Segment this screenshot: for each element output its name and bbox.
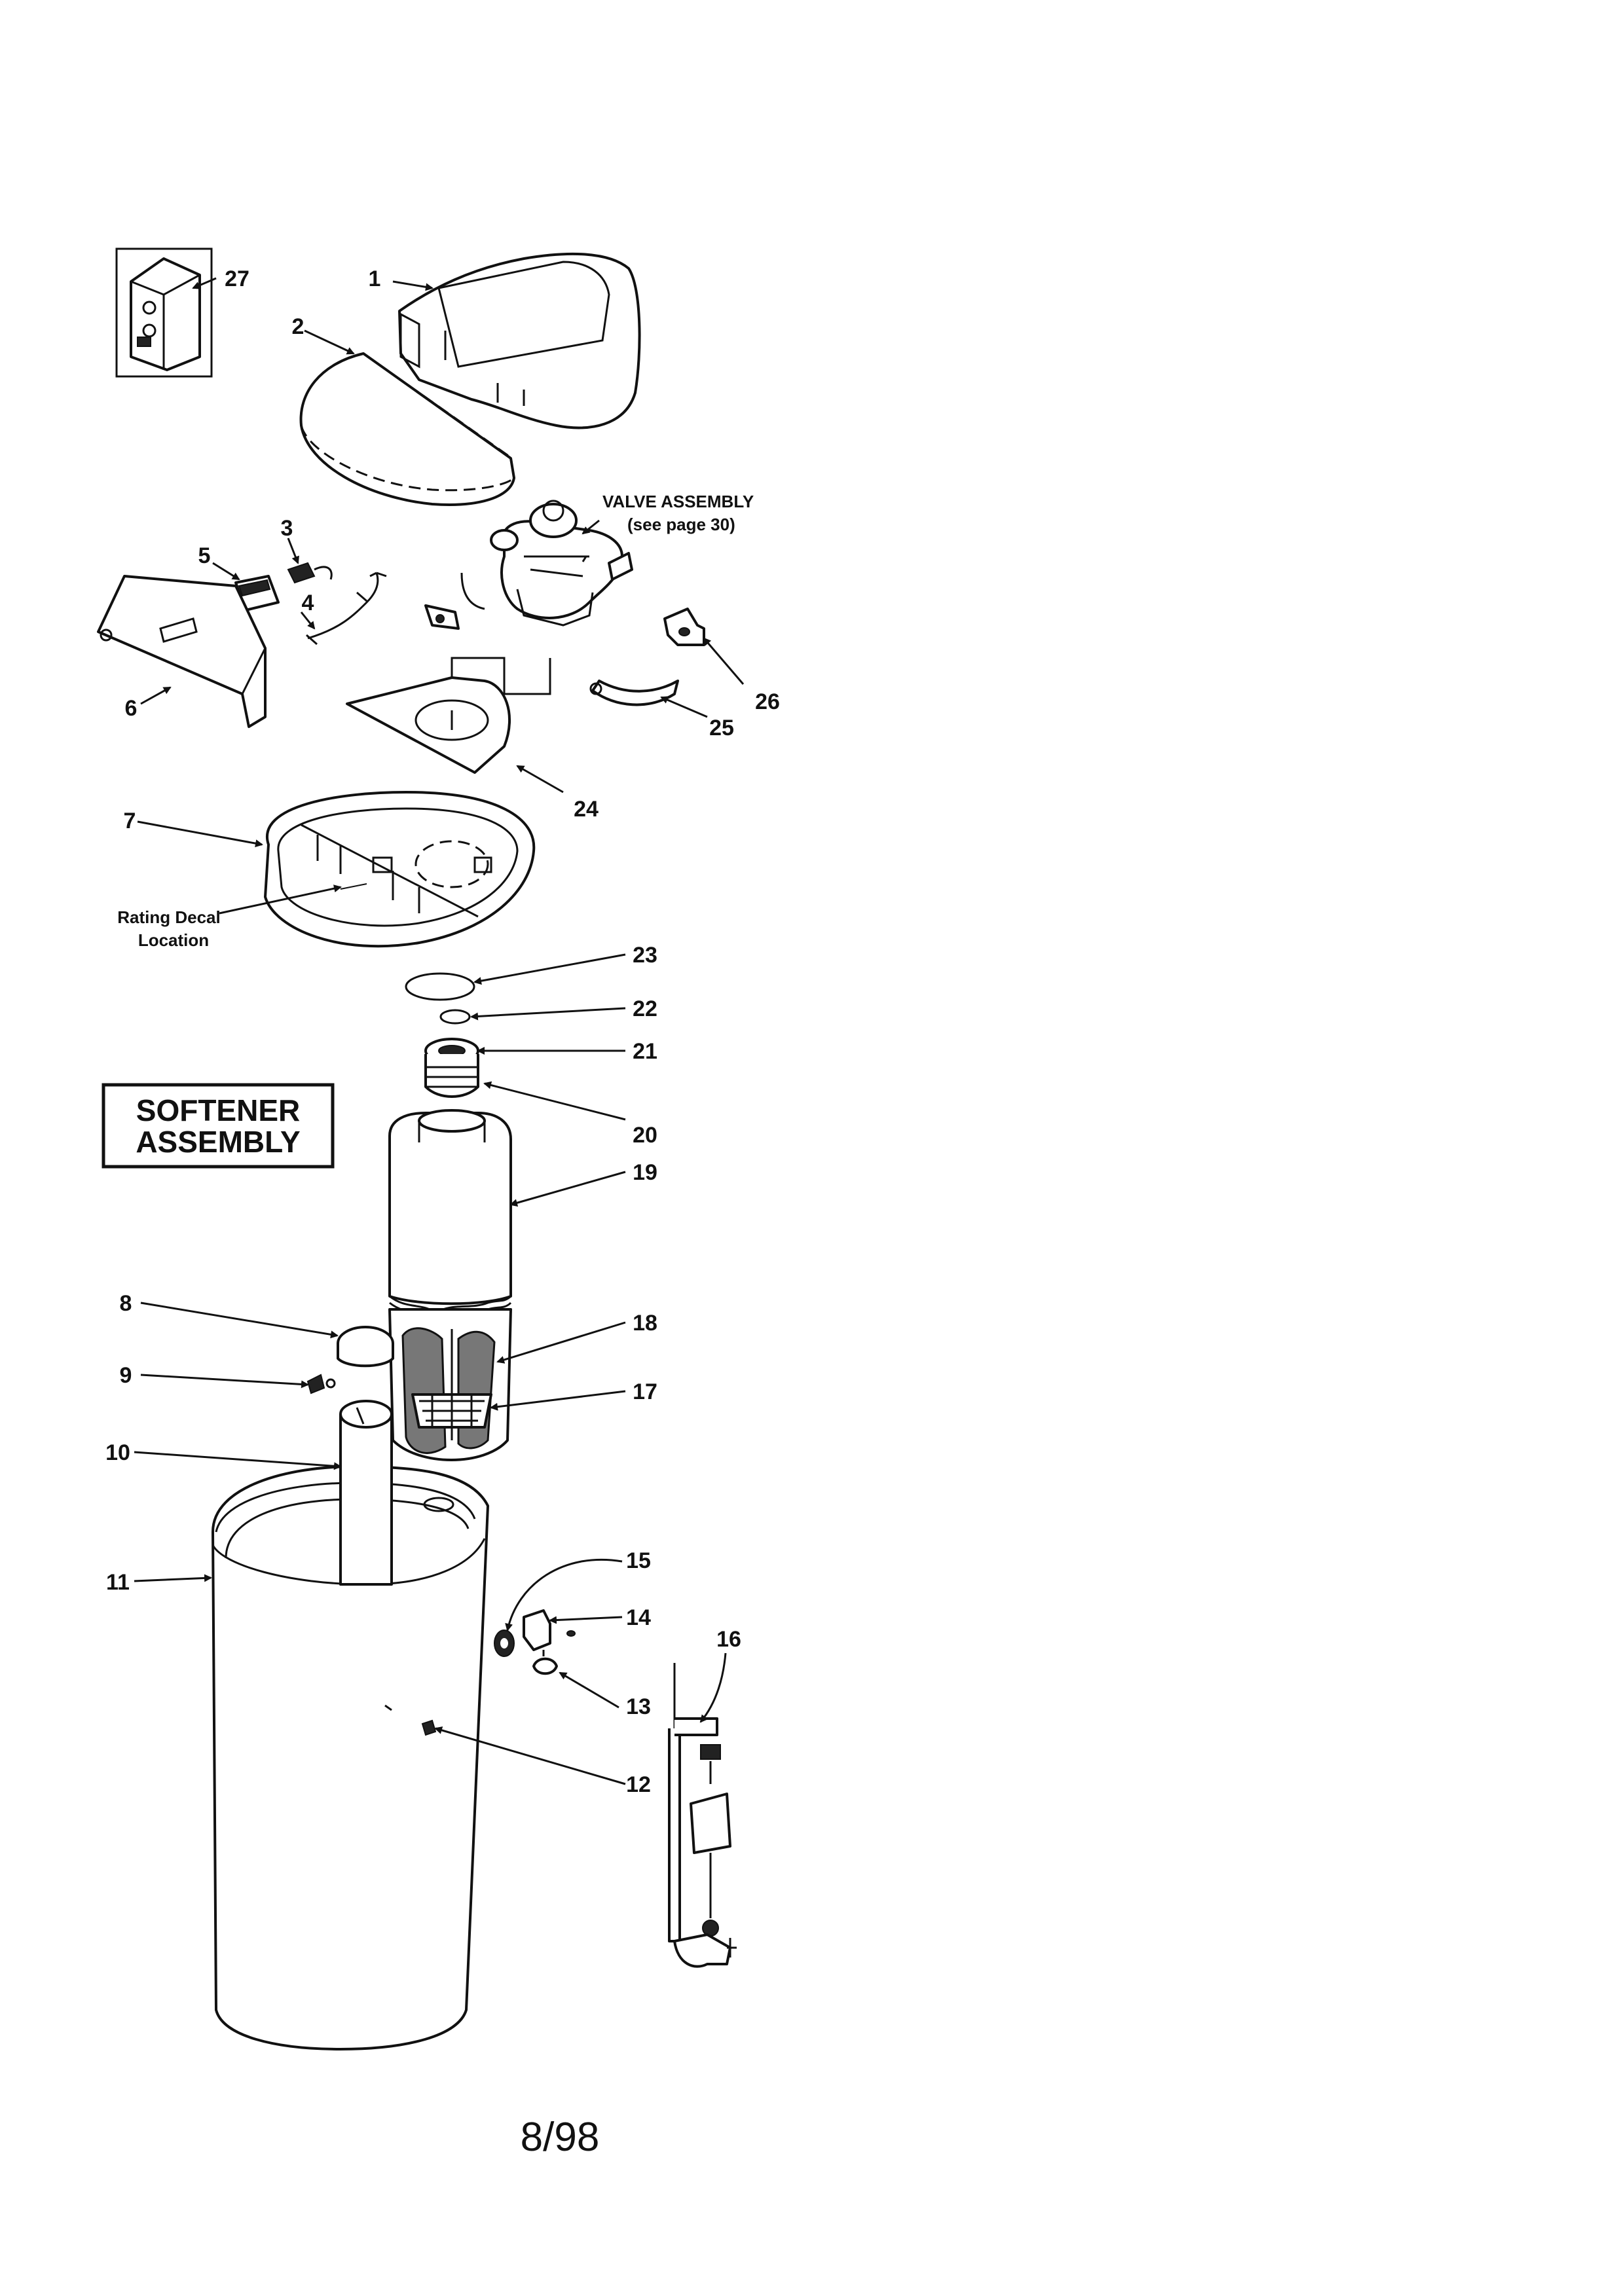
part-number-13: 13 bbox=[626, 1694, 651, 1719]
resin-tank-part-19 bbox=[388, 1109, 512, 1321]
part-number-18: 18 bbox=[633, 1311, 657, 1336]
part-number-14: 14 bbox=[626, 1605, 651, 1630]
part-number-3: 3 bbox=[281, 516, 293, 541]
part-number-2: 2 bbox=[292, 314, 304, 339]
part-number-20: 20 bbox=[633, 1123, 657, 1148]
title-line2: ASSEMBLY bbox=[136, 1125, 300, 1159]
rating-decal-note: Rating Decal Location bbox=[117, 907, 221, 950]
adapter-base-part-20 bbox=[424, 1054, 479, 1098]
title-box: SOFTENER ASSEMBLY bbox=[101, 1083, 335, 1169]
part-number-16: 16 bbox=[716, 1627, 741, 1652]
part-number-26: 26 bbox=[755, 689, 780, 714]
part-number-4: 4 bbox=[302, 591, 314, 615]
part-number-7: 7 bbox=[124, 809, 136, 833]
valve-note-line1: VALVE ASSEMBLY bbox=[602, 492, 754, 511]
part-number-8: 8 bbox=[120, 1291, 132, 1316]
clip-part-9 bbox=[306, 1374, 336, 1394]
clip-part-13 bbox=[532, 1650, 558, 1675]
brinewell-cap-part-8 bbox=[337, 1326, 394, 1368]
part-number-1: 1 bbox=[369, 266, 381, 291]
part-number-17: 17 bbox=[633, 1379, 657, 1404]
top-cover-part-1 bbox=[398, 252, 641, 429]
o-ring-part-23 bbox=[405, 972, 475, 1001]
part-number-9: 9 bbox=[120, 1363, 132, 1388]
wire-part-3 bbox=[287, 562, 333, 584]
decal-note-line1: Rating Decal bbox=[117, 907, 221, 927]
part-number-21: 21 bbox=[633, 1039, 657, 1064]
part-number-11: 11 bbox=[106, 1570, 130, 1595]
decal-note-line2: Location bbox=[138, 930, 209, 950]
distributor-part-17 bbox=[411, 1393, 492, 1429]
part-number-19: 19 bbox=[633, 1160, 657, 1185]
plate-part-24 bbox=[346, 657, 551, 774]
valve-assembly bbox=[424, 500, 633, 630]
resin-bed-part-18 bbox=[388, 1308, 512, 1461]
clamp-part-25 bbox=[589, 680, 679, 706]
part-number-10: 10 bbox=[105, 1440, 130, 1465]
title-line1: SOFTENER bbox=[136, 1093, 300, 1127]
part-number-23: 23 bbox=[633, 943, 657, 968]
part-number-22: 22 bbox=[633, 996, 657, 1021]
bracket-part-26 bbox=[663, 608, 705, 646]
switch-part-5 bbox=[234, 575, 280, 611]
transformer-part-27 bbox=[115, 247, 213, 378]
part-number-15: 15 bbox=[626, 1548, 651, 1573]
part-number-24: 24 bbox=[574, 797, 599, 822]
part-number-25: 25 bbox=[709, 716, 734, 740]
part-number-5: 5 bbox=[198, 543, 211, 568]
valve-note-line2: (see page 30) bbox=[627, 515, 735, 534]
part-number-labels: 1 2 3 4 5 6 7 8 9 10 11 12 13 14 15 16 1… bbox=[105, 266, 780, 1797]
elbow-part-14 bbox=[523, 1609, 576, 1651]
part-number-12: 12 bbox=[626, 1772, 651, 1797]
lid-part-2 bbox=[299, 352, 515, 506]
wire-harness-part-4 bbox=[306, 572, 387, 646]
part-number-27: 27 bbox=[225, 266, 249, 291]
valve-assembly-note: VALVE ASSEMBLY (see page 30) bbox=[602, 492, 754, 534]
control-panel-part-6 bbox=[97, 575, 267, 728]
brinewell-part-10 bbox=[339, 1400, 393, 1586]
tank-top-part-7 bbox=[264, 791, 536, 948]
grommet-part-15 bbox=[494, 1630, 515, 1657]
leader-lines bbox=[134, 277, 745, 1785]
brine-valve-part-16 bbox=[668, 1663, 737, 1968]
part-number-6: 6 bbox=[125, 696, 138, 721]
o-ring-part-22 bbox=[439, 1009, 471, 1025]
page-footer: 8/98 bbox=[521, 2115, 600, 2160]
